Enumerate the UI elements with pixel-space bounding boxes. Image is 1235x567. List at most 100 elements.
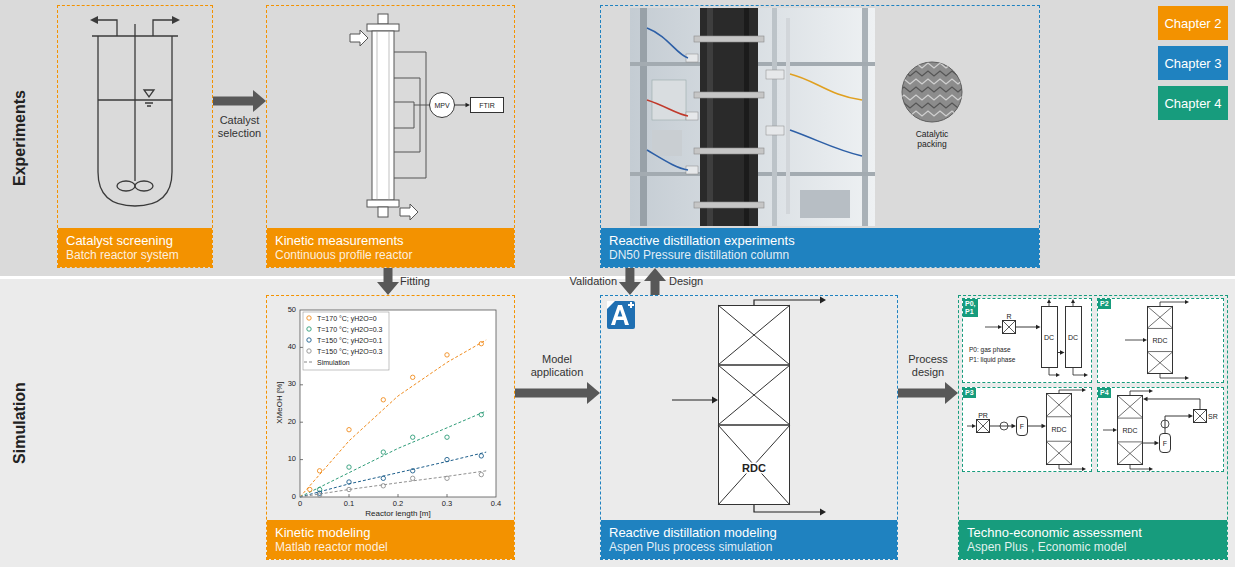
data-point [445,457,449,461]
simulation-curve [300,471,486,497]
reactor-symbol: PR [976,419,990,433]
profile-reactor [350,14,418,220]
tab-label: P0, P1 [965,300,976,316]
heat-exchanger [1000,420,1169,430]
legend-text: T=150 °C; yH2O=0.3 [317,348,382,355]
tab-label: P4 [1100,389,1109,397]
aspen-icon [611,305,629,325]
process-stream [1125,340,1144,341]
shape-ground [470,97,504,113]
shape-ground [1041,306,1058,368]
band-ground [0,279,1235,567]
axis-title: XMeOH [%] [274,382,283,424]
legend-swatch: Chapter 3 [1158,46,1228,80]
arrowhead [1185,300,1189,304]
band-ground [0,0,1235,276]
valve-circle: MPV [429,92,455,118]
sampling-lines [394,52,426,178]
data-point [381,398,385,402]
panel-subtitle: DN50 Pressure distillation column [609,248,1031,262]
data-point [317,472,483,497]
legend-text: T=170 °C; yH2O=0 [317,315,377,322]
tick-label: 0.1 [344,500,354,509]
process-stream [967,302,1186,469]
legend-text: Chapter 3 [1164,56,1221,71]
profile-reactor [350,30,368,46]
connector-line [1143,443,1156,444]
legend-text: Chapter 2 [1164,16,1221,31]
arrowhead [1082,388,1086,392]
stirred-tank-reactor [98,99,172,100]
process-stream [672,300,821,512]
simulation-curve [300,452,486,497]
connector-line [1165,416,1190,433]
data-point [445,476,449,480]
packing-cross [1046,441,1072,465]
caption-bar: Techno-economic assessmentAspen Plus , E… [959,520,1227,559]
simulation-curve [300,411,486,497]
profile-reactor [377,31,389,200]
tick-label: 0 [292,493,296,502]
dashed-panel: Kinetic modelingMatlab reactor model [266,295,515,560]
connector-line [990,426,1013,427]
panel-tab: P3 [963,388,976,398]
connector [1016,325,1041,330]
sampling-lines [414,105,429,106]
process-option-panel: P4RDCFSR [1097,387,1224,472]
caption-bar: Reactive distillation modelingAspen Plus… [601,520,897,559]
tick-label: 0.4 [491,500,501,509]
edge-label: Validation [570,275,618,288]
catalytic-packing [898,111,970,116]
shape-ground [1193,409,1207,423]
column-photo [790,74,862,100]
connector-line [898,389,946,398]
data-point [347,465,351,469]
panel-tab: P0, P1 [963,299,978,317]
data-point [411,469,415,473]
column-photo [694,202,764,208]
tick-label: 30 [288,380,296,389]
data-point [411,435,415,439]
band-title: Simulation [11,382,29,464]
tab-label: P2 [1100,300,1109,308]
stirred-tank-reactor [153,20,172,36]
dashed-panel: Catalyst screeningBatch reactor system [57,5,213,268]
column-photo [800,190,850,218]
legend-text: T=150 °C; yH2O=0.1 [317,337,382,344]
panel-subtitle: Aspen Plus , Economic model [967,540,1219,554]
sampling-lines [394,78,420,152]
column-photo [640,8,647,226]
connector-line [384,268,393,283]
process-stream [1130,465,1150,469]
column-photo [772,8,777,226]
profile-reactor [378,14,388,24]
arrowhead [172,16,180,24]
column-photo [647,100,688,116]
data-point [317,493,321,497]
catalytic-packing [898,63,970,68]
process-stream [985,327,999,328]
process-stream [1103,430,1114,431]
caption-bar: Catalyst screeningBatch reactor system [58,228,212,267]
reactor-cross [976,419,990,433]
connector-line [651,280,660,295]
data-point [308,342,484,492]
data-point [317,413,483,492]
arrowhead [1082,467,1086,471]
dashed-panel: Kinetic measurementsContinuous profile r… [266,5,515,268]
catalytic-packing [898,87,970,92]
plot-area [300,310,496,497]
arrowhead [377,282,399,295]
column-photo [647,28,862,170]
panel-subtitle: Continuous profile reactor [275,248,506,262]
process-stream [1059,465,1083,469]
arrowhead [972,299,1189,471]
flow-arrow [515,382,600,404]
chart-legend-box [307,338,311,342]
packing-cross [1046,393,1072,417]
arrowhead [1071,299,1075,303]
connector [1028,424,1046,429]
shape-ground [1046,393,1072,465]
